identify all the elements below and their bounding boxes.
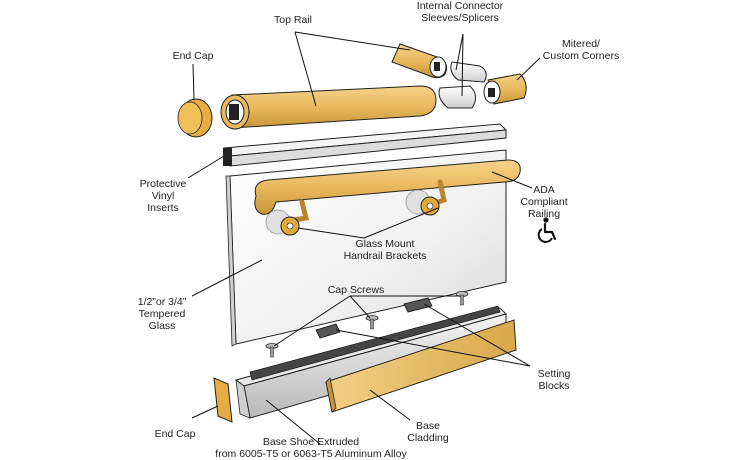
label-base-cladding: Base Cladding bbox=[407, 420, 449, 444]
label-glass-brackets: Glass Mount Handrail Brackets bbox=[343, 238, 427, 262]
ada-handrail bbox=[254, 159, 521, 215]
setting-blocks bbox=[315, 297, 433, 339]
label-cap-screws: Cap Screws bbox=[327, 284, 385, 296]
label-setting-blocks: Setting Blocks bbox=[537, 368, 571, 392]
mitered-corner bbox=[483, 73, 527, 105]
rail-segment-short bbox=[391, 43, 448, 79]
wheelchair-icon bbox=[537, 217, 557, 243]
leader-lines bbox=[187, 31, 541, 445]
label-end-cap-bottom: End Cap bbox=[154, 428, 196, 440]
connector-sleeves bbox=[438, 61, 487, 109]
label-base-shoe: Base Shoe Extruded from 6005-T5 or 6063-… bbox=[215, 436, 407, 460]
label-ada-railing: ADA Compliant Railing bbox=[520, 184, 568, 220]
label-top-rail: Top Rail bbox=[274, 14, 312, 26]
end-cap-bottom-part bbox=[213, 377, 233, 423]
label-mitered-corners: Mitered/ Custom Corners bbox=[542, 38, 620, 62]
end-cap-top-part bbox=[177, 98, 213, 138]
base-cladding bbox=[325, 319, 517, 413]
label-internal-connector: Internal Connector Sleeves/Splicers bbox=[416, 0, 504, 24]
label-tempered-glass: 1/2”or 3/4” Tempered Glass bbox=[137, 296, 187, 332]
label-end-cap-top: End Cap bbox=[172, 50, 214, 62]
handrail-bracket-right bbox=[405, 179, 447, 216]
top-rail bbox=[220, 85, 437, 130]
handrail-bracket-left bbox=[265, 199, 310, 236]
label-protective-inserts: Protective Vinyl Inserts bbox=[139, 178, 187, 214]
protective-vinyl-insert bbox=[223, 123, 508, 167]
